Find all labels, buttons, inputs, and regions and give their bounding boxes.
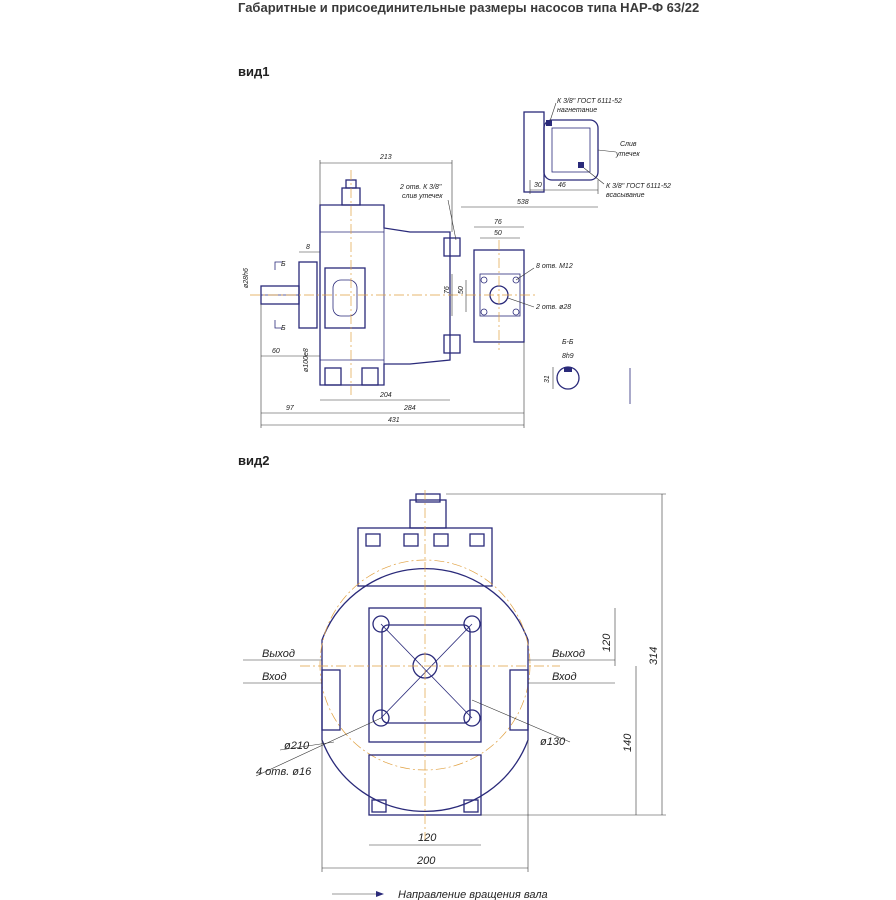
- side-drain2: утечек: [615, 151, 640, 158]
- dim-314: 314: [648, 647, 660, 665]
- note-drain: 2 отв. К 3/8": [399, 184, 442, 191]
- section-marker-bottom: Б: [281, 325, 286, 332]
- dim-431: 431: [388, 417, 400, 424]
- dim-50-top: 50: [494, 230, 502, 237]
- section-marker-top: Б: [281, 261, 286, 268]
- dim-d210: ø210: [284, 740, 310, 752]
- side-pressure: нагнетание: [557, 107, 597, 114]
- dim-284: 284: [403, 405, 416, 412]
- dim-holes: 4 отв. ø16: [256, 766, 312, 778]
- note-drain2: слив утечек: [402, 193, 443, 200]
- dim-50-side: 50: [458, 286, 465, 294]
- side-suction: всасывание: [606, 192, 645, 199]
- side-drain: Слив: [620, 141, 637, 148]
- side-view-flange: [523, 111, 545, 193]
- dim-8: 8: [306, 244, 310, 251]
- entry-right: Вход: [552, 671, 577, 683]
- view1-label: вид1: [238, 64, 270, 79]
- entry-left: Вход: [262, 671, 287, 683]
- side-k38-top: К 3/8" ГОСТ 6111-52: [557, 98, 622, 105]
- side-dim-30: 30: [534, 182, 542, 189]
- side-dim-538: 538: [517, 199, 529, 206]
- exit-left: Выход: [262, 648, 295, 660]
- side-k38-bottom: К 3/8" ГОСТ 6111-52: [606, 183, 671, 190]
- dim-200: 200: [416, 855, 436, 867]
- dim-8h9: 8h9: [562, 353, 574, 360]
- dim-d100e8: ø100e8: [303, 348, 310, 372]
- dim-60: 60: [272, 348, 280, 355]
- rotation-direction: Направление вращения вала: [398, 889, 548, 900]
- note-m12: 8 отв. М12: [536, 263, 573, 270]
- dim-d28h6: ø28h6: [243, 268, 250, 288]
- dim-97: 97: [286, 405, 295, 412]
- note-d28: 2 отв. ø28: [535, 304, 571, 311]
- view2-label: вид2: [238, 453, 270, 468]
- top-nozzle: [409, 499, 447, 529]
- exit-right: Выход: [552, 648, 585, 660]
- dim-140: 140: [622, 733, 634, 752]
- section-title: Б-Б: [562, 339, 574, 346]
- dim-204: 204: [379, 392, 392, 399]
- dim-213: 213: [379, 154, 392, 161]
- dim-31: 31: [544, 375, 551, 383]
- view1-drawing: 213 8 ø28h6 60 ø100e8 97 204 284 431 76 …: [243, 98, 671, 428]
- dim-120-vertical: 120: [601, 633, 613, 652]
- page-title: Габаритные и присоединительные размеры н…: [238, 0, 700, 15]
- view2-drawing: Выход Вход Выход Вход 120 314 140 ø210 4…: [243, 490, 666, 900]
- dim-120-horizontal: 120: [418, 832, 437, 844]
- dim-76-side: 76: [444, 286, 451, 294]
- side-dim-46: 46: [558, 182, 566, 189]
- dim-d130: ø130: [540, 736, 566, 748]
- dim-76-top: 76: [494, 219, 502, 226]
